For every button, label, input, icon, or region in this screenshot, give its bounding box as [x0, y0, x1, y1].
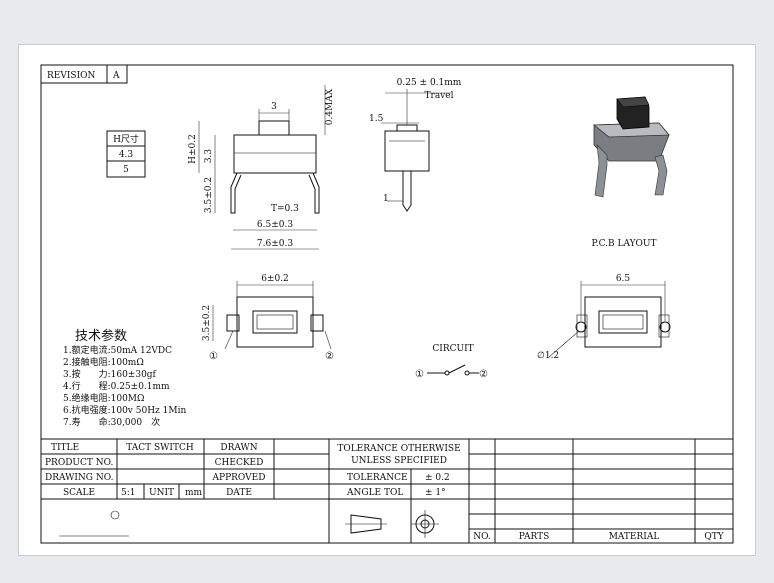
front-view: 3 0.4MAX H±0.2 3.3 3.5±0.2 T=0.3 6.5±0.3…	[188, 85, 335, 250]
dim-t: T=0.3	[271, 204, 299, 214]
dim-bottom-width: 6±0.2	[261, 274, 289, 284]
projection-symbol	[345, 510, 439, 538]
logo-mark	[110, 510, 120, 520]
drawing-sheet: REVISION A H尺寸 4.3 5 3 0.4MAX H±0.2 3.3 …	[18, 44, 756, 556]
pcb-layout-label: P.C.B LAYOUT	[591, 239, 656, 249]
spec-item: 6.抗电强度:100v 50Hz 1Min	[63, 404, 186, 416]
circuit-diagram: CIRCUIT ① ②	[415, 344, 488, 380]
qty-column-header: QTY	[704, 532, 724, 542]
unit-value: mm	[185, 488, 203, 498]
dim-side-width: 1.5	[369, 114, 384, 124]
tolerance-header-line-1: TOLERANCE OTHERWISE	[337, 444, 460, 454]
unit-label: UNIT	[149, 488, 174, 498]
title-block: TITLE TACT SWITCH PRODUCT NO. DRAWING NO…	[41, 438, 733, 543]
no-column-header: NO.	[473, 532, 491, 542]
revision-value: A	[112, 71, 120, 81]
dim-body-h: 3.3	[204, 149, 214, 164]
dim-w1: 6.5±0.3	[257, 220, 293, 230]
scale-label: SCALE	[63, 488, 95, 498]
dim-w2: 7.6±0.3	[257, 239, 293, 249]
spec-item: 7.寿 命:30,000 次	[63, 416, 160, 428]
scale-value: 5:1	[121, 488, 135, 498]
revision-label: REVISION	[47, 71, 96, 81]
approved-label: APPROVED	[212, 473, 266, 483]
height-table-header: H尺寸	[113, 133, 139, 145]
technical-drawing: REVISION A H尺寸 4.3 5 3 0.4MAX H±0.2 3.3 …	[40, 64, 734, 544]
product-no-label: PRODUCT NO.	[45, 458, 113, 468]
date-label: DATE	[226, 488, 252, 498]
spec-item: 2.接触电阻:100mΩ	[63, 356, 144, 368]
dim-pcb-hole: ∅1.2	[537, 351, 559, 361]
circuit-title: CIRCUIT	[432, 344, 473, 354]
tolerance-label: TOLERANCE	[347, 473, 408, 483]
pcb-layout-view: 6.5 ∅1.2	[537, 274, 671, 361]
circuit-left-terminal: ①	[415, 369, 424, 380]
revision-box: REVISION A	[40, 64, 128, 84]
title-label: TITLE	[51, 443, 79, 453]
checked-label: CHECKED	[215, 458, 264, 468]
dim-lead-h: 3.5±0.2	[204, 177, 214, 213]
spec-item: 3.按 力:160±30gf	[63, 368, 157, 380]
drawing-frame	[40, 64, 734, 544]
angle-tol-label: ANGLE TOL	[346, 488, 403, 498]
specs-title: 技术参数	[75, 328, 127, 344]
height-value-1: 4.3	[119, 150, 134, 160]
specifications: 技术参数 1.额定电流:50mA 12VDC 2.接触电阻:100mΩ 3.按 …	[63, 328, 186, 428]
dim-top-max: 0.4MAX	[325, 88, 335, 125]
spec-item: 4.行 程:0.25±0.1mm	[63, 380, 170, 392]
drawn-label: DRAWN	[220, 443, 257, 453]
dim-top-width: 3	[271, 102, 277, 112]
dim-pcb-width: 6.5	[616, 274, 631, 284]
dim-h: H±0.2	[188, 134, 198, 164]
height-value-2: 5	[123, 165, 129, 175]
bottom-view: 6±0.2 3.5±0.2 ① ②	[202, 274, 334, 362]
height-table: H尺寸 4.3 5	[106, 130, 146, 178]
pin-label-2: ②	[325, 351, 334, 362]
side-view: 0.25 ± 0.1mm Travel 1.5 1	[369, 78, 462, 212]
title-value: TACT SWITCH	[126, 443, 194, 453]
travel-label: Travel	[425, 91, 454, 101]
parts-column-header: PARTS	[519, 532, 550, 542]
tolerance-value: ± 0.2	[425, 473, 450, 483]
material-column-header: MATERIAL	[609, 532, 660, 542]
circuit-right-terminal: ②	[479, 369, 488, 380]
dim-side-pin: 1	[383, 194, 389, 204]
angle-tol-value: ± 1°	[425, 488, 446, 498]
spec-item: 1.额定电流:50mA 12VDC	[63, 344, 172, 356]
travel-value: 0.25 ± 0.1mm	[397, 78, 462, 88]
tolerance-header-line-2: UNLESS SPECIFIED	[351, 456, 447, 466]
dim-bottom-height: 3.5±0.2	[202, 305, 212, 341]
drawing-no-label: DRAWING NO.	[45, 473, 114, 483]
spec-item: 5.绝缘电阻:100MΩ	[63, 392, 144, 404]
switch-3d-illustration	[592, 96, 670, 198]
pin-label-1: ①	[209, 351, 218, 362]
